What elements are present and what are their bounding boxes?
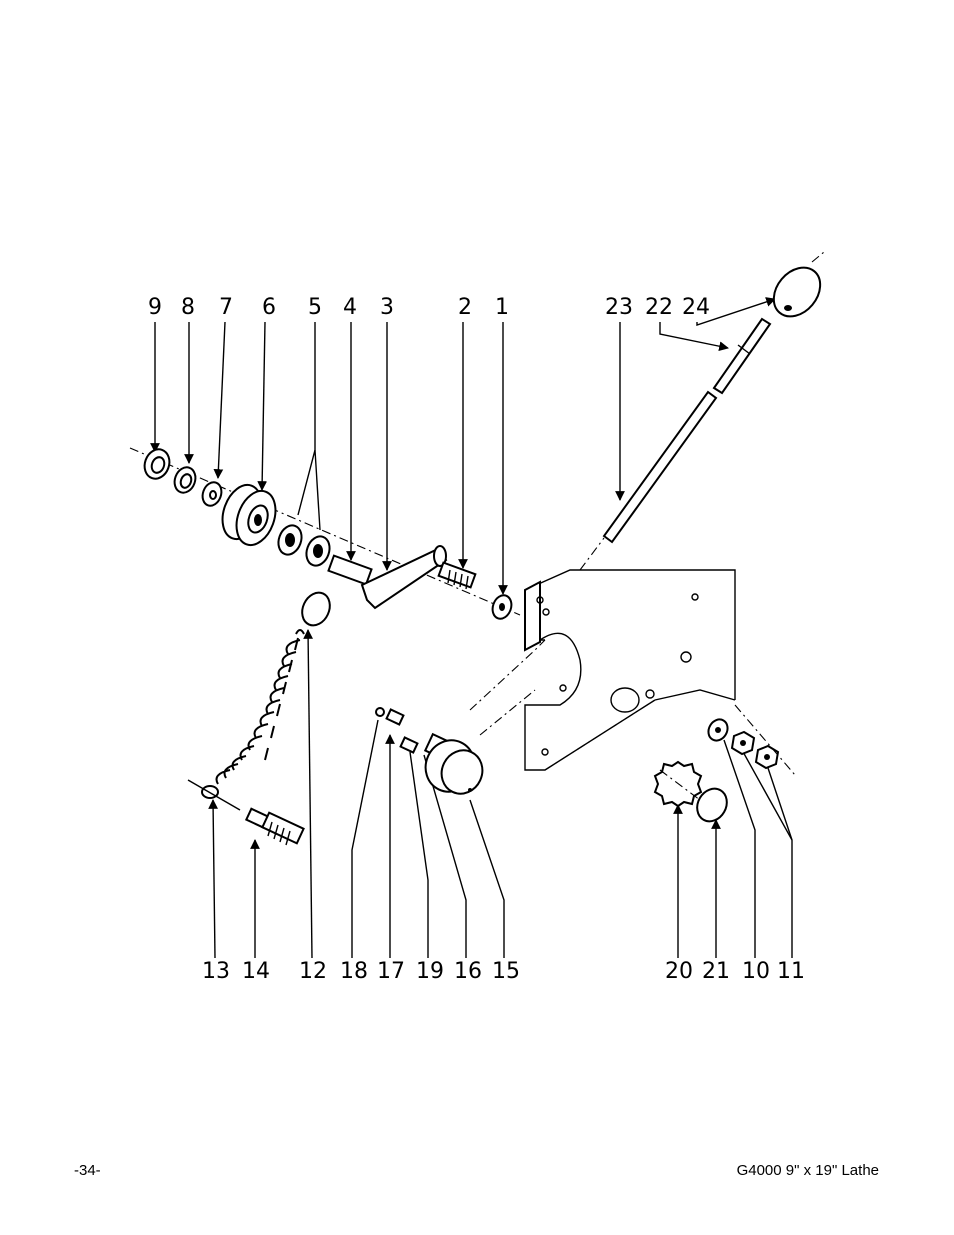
part-21-ring [696, 787, 728, 823]
part-17-spring [385, 708, 405, 726]
part-13-spring [187, 629, 305, 811]
part-10-washer [707, 718, 729, 742]
part-7-washer [201, 481, 223, 507]
part-label-11: 11 [777, 959, 805, 984]
manual-title: G4000 9" x 19" Lathe [736, 1162, 879, 1179]
part-label-6: 6 [262, 295, 276, 320]
part-label-17: 17 [377, 959, 405, 984]
part-8-ring [173, 466, 197, 494]
part-9-retaining-ring [143, 448, 171, 480]
leader-lines-top [150, 297, 776, 595]
part-label-5: 5 [308, 295, 322, 320]
part-label-13: 13 [202, 959, 230, 984]
part-label-2: 2 [458, 295, 472, 320]
part-label-24: 24 [682, 295, 710, 320]
part-15-knob [423, 732, 484, 795]
part-label-16: 16 [454, 959, 482, 984]
part-label-15: 15 [492, 959, 520, 984]
part-label-20: 20 [665, 959, 693, 984]
part-23-rod [579, 390, 718, 571]
part-1-washer [491, 594, 513, 620]
page-number: -34- [74, 1162, 101, 1179]
part-19-set-screw [399, 736, 419, 754]
part-18-ball [375, 707, 385, 717]
part-3-arm-assembly [327, 545, 477, 610]
part-12-ring [301, 591, 331, 627]
part-label-18: 18 [340, 959, 368, 984]
part-6-pulley [221, 483, 277, 547]
part-label-19: 19 [416, 959, 444, 984]
part-label-9: 9 [148, 295, 162, 320]
part-24-ball-knob [772, 251, 825, 318]
part-label-21: 21 [702, 959, 730, 984]
part-label-23: 23 [605, 295, 633, 320]
part-label-7: 7 [219, 295, 233, 320]
part-label-10: 10 [742, 959, 770, 984]
part-label-4: 4 [343, 295, 357, 320]
leader-lines-bottom [208, 629, 793, 959]
bracket-plate [469, 569, 736, 771]
part-label-1: 1 [495, 295, 509, 320]
part-14-pin [244, 807, 305, 846]
part-label-14: 14 [242, 959, 270, 984]
part-20-star-knob [653, 760, 703, 808]
part-11-nuts [730, 704, 796, 776]
part-label-22: 22 [645, 295, 673, 320]
part-label-12: 12 [299, 959, 327, 984]
part-22-rod-section [712, 317, 772, 395]
part-5-bearings [277, 524, 331, 567]
part-label-8: 8 [181, 295, 195, 320]
part-label-3: 3 [380, 295, 394, 320]
